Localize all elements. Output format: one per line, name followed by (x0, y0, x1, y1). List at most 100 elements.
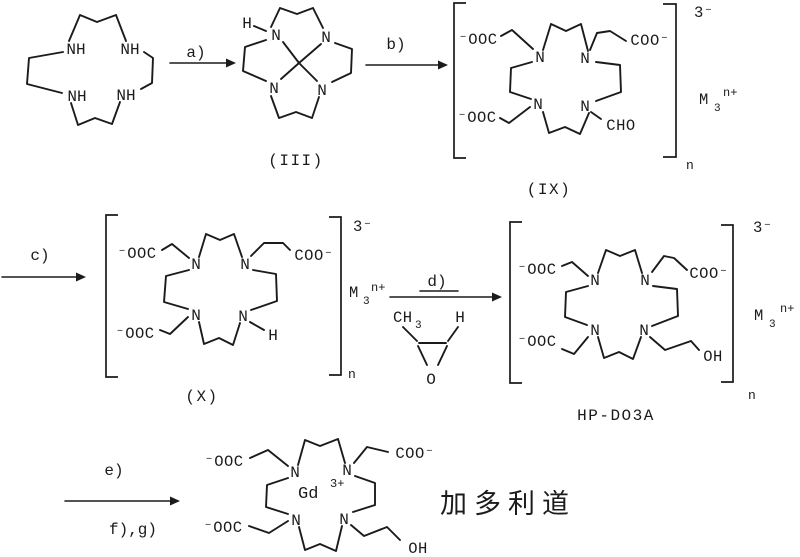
atom-label-o: O (426, 371, 436, 389)
structure-hp-do3a: ⁻OOC COO⁻ ⁻OOC OH N N N N 3⁻ M 3 n+ n HP… (509, 219, 794, 425)
atom-label-n: N (271, 27, 281, 45)
ring-bond (198, 233, 243, 258)
acetate-label-ooc: ⁻OOC (517, 333, 556, 351)
counterion-sub: 3 (769, 319, 776, 331)
bond (447, 326, 459, 342)
counterion-m: M (699, 91, 709, 109)
ring-bond (68, 14, 127, 42)
ring-bond (564, 285, 589, 326)
bond-h-n (253, 25, 267, 32)
chinese-name-gadoteridol: 加多利道 (440, 489, 576, 522)
ring-bond (542, 23, 589, 52)
methyl-label-ch: CH (393, 309, 413, 327)
atom-label-n: N (590, 322, 600, 340)
step-label-fg: f),g) (109, 521, 157, 539)
acetate-arm-bond (250, 242, 291, 257)
reaction-arrow-b: b) (365, 36, 448, 70)
atom-label-h: H (455, 309, 465, 327)
arrow-head (226, 58, 236, 68)
acetate-label-ooc: ⁻OOC (517, 261, 556, 279)
caption-hp-do3a: HP-DO3A (577, 407, 655, 425)
acetate-label-ooc: ⁻OOC (458, 31, 497, 49)
charge-label: 3⁻ (694, 4, 714, 22)
ring-bond (265, 477, 289, 515)
structure-gadoteridol: ⁻OOC COO⁻ ⁻OOC OH N N N N Gd 3+ 加多利道 (203, 438, 576, 557)
acetate-label-coo: COO⁻ (294, 247, 333, 265)
caption-x: (X) (185, 388, 218, 406)
ring-bond (331, 42, 353, 83)
acetate-label-ooc: ⁻OOC (117, 245, 156, 263)
acetate-label-coo: COO⁻ (395, 445, 434, 463)
ring-bond (595, 61, 622, 102)
repeat-label-n: n (686, 158, 694, 173)
reaction-arrow-c: c) (1, 247, 86, 282)
atom-label-nh: NH (116, 87, 135, 105)
acetate-label-coo: COO⁻ (689, 265, 728, 283)
right-bracket (663, 3, 677, 158)
step-label-b: b) (386, 36, 405, 54)
ring-bond (651, 285, 679, 327)
atom-label-h: H (242, 15, 252, 33)
formyl-label-cho: CHO (606, 117, 635, 135)
counterion-sup: n+ (780, 302, 794, 316)
bond (402, 326, 418, 342)
acetate-arm-bond (499, 106, 531, 124)
acetate-arm-bond (561, 261, 589, 277)
atom-label-n: N (191, 307, 201, 325)
step-label-a: a) (186, 44, 205, 62)
acetate-arm-bond (248, 520, 289, 534)
atom-label-n: N (342, 462, 352, 480)
ring-bond (597, 336, 642, 360)
charge-label: 3⁻ (753, 219, 773, 237)
atom-label-n: N (191, 256, 201, 274)
atom-label-n: N (535, 49, 545, 67)
atom-label-n: N (321, 29, 331, 47)
atom-label-n: N (639, 322, 649, 340)
right-bracket (329, 216, 342, 376)
acetate-arm-bond (159, 316, 189, 335)
atom-label-n: N (290, 464, 300, 482)
arrow-head (438, 60, 448, 70)
atom-label-n: N (580, 98, 590, 116)
ring-bond (297, 438, 346, 466)
atom-label-n: N (240, 256, 250, 274)
atom-label-nh: NH (120, 41, 139, 59)
reaction-arrow-d: d) (389, 273, 502, 302)
structure-ix: ⁻OOC COO⁻ ⁻OOC CHO N N N N 3⁻ M 3 n+ n (… (453, 2, 737, 199)
counterion-m: M (349, 284, 359, 302)
arrow-head (170, 496, 180, 506)
hydroxyethyl-arm-bond (350, 524, 401, 541)
ring-bond (542, 111, 590, 135)
atom-label-h: H (268, 327, 278, 345)
acetate-label-coo: COO⁻ (630, 32, 669, 50)
left-bracket (105, 214, 118, 378)
structure-x: ⁻OOC COO⁻ ⁻OOC H N N N N 3⁻ M 3 n+ n (X) (105, 214, 385, 406)
reaction-arrow-a: a) (169, 44, 236, 68)
atom-label-nh: NH (66, 41, 85, 59)
hydroxypropyl-arm-bond (649, 336, 700, 351)
caption-iii: (III) (268, 152, 324, 170)
arrow-head (492, 292, 502, 302)
left-bracket (453, 2, 466, 159)
left-bracket (509, 221, 522, 384)
acetate-arm-bond (651, 255, 688, 273)
structure-iii-orthoamide: H N N N N (III) (242, 7, 353, 170)
acetate-arm-bond (561, 336, 589, 355)
step-label-c: c) (30, 247, 49, 265)
counterion-sup: n+ (723, 86, 737, 100)
gadolinium-label: Gd (298, 485, 318, 504)
structure-cyclen: NH NH NH NH (26, 14, 154, 126)
ring-bond (298, 525, 343, 552)
counterion-sup: n+ (371, 281, 385, 295)
atom-label-n: N (269, 80, 279, 98)
formyl-arm-bond (590, 111, 602, 120)
bond (437, 345, 448, 366)
step-label-e: e) (104, 462, 123, 480)
acetate-arm-bond (249, 449, 289, 467)
hydroxyl-label-oh: OH (703, 348, 723, 366)
ring-bond (509, 61, 533, 100)
arrow-head (76, 272, 86, 282)
counterion-m: M (754, 307, 764, 325)
orthoamide-center-bonds (280, 41, 322, 82)
